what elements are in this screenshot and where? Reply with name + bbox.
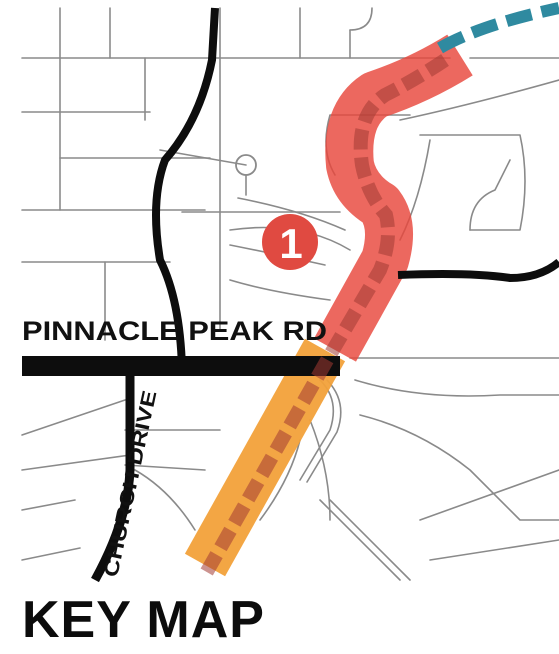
segment-1-marker[interactable]: 1 bbox=[262, 214, 318, 270]
map-title: KEY MAP bbox=[22, 591, 265, 649]
pinnacle-peak-road-label: PINNACLE PEAK RD bbox=[22, 316, 327, 346]
church-drive bbox=[91, 366, 135, 583]
local-streets bbox=[21, 7, 559, 581]
northern-continuation bbox=[437, 2, 559, 54]
key-map: 1 PINNACLE PEAK RD CHURCH DRIVE bbox=[21, 2, 559, 583]
major-roads bbox=[22, 7, 559, 583]
segment-1-number: 1 bbox=[279, 220, 302, 267]
alignment-centerline bbox=[198, 54, 449, 579]
